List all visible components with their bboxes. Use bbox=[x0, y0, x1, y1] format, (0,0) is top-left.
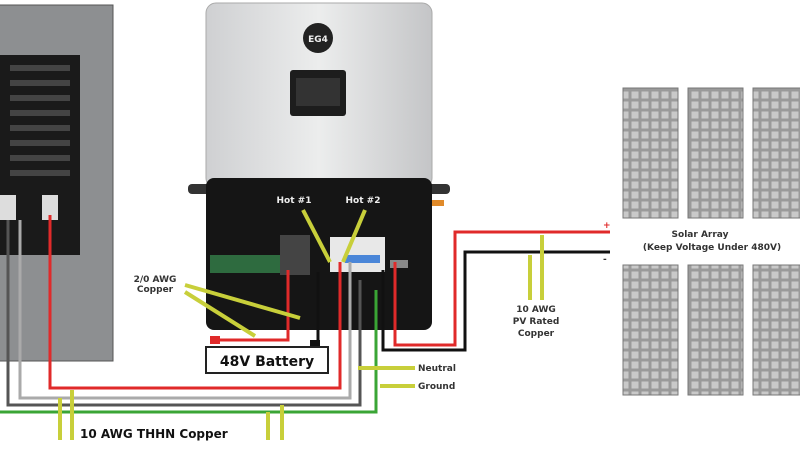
solar-array bbox=[622, 87, 800, 396]
breaker-panel bbox=[0, 4, 114, 362]
solar-array-voltage-note: (Keep Voltage Under 480V) bbox=[643, 243, 781, 253]
wires bbox=[0, 215, 610, 414]
ac-wire-label: 10 AWG THHN Copper bbox=[80, 427, 228, 441]
hot2-label: Hot #2 bbox=[346, 196, 381, 206]
inverter-logo: EG4 bbox=[308, 35, 328, 45]
pv-wire-material: Copper bbox=[518, 329, 555, 339]
neutral-label: Neutral bbox=[418, 364, 456, 374]
pv-minus-sign: - bbox=[603, 255, 607, 265]
hot1-label: Hot #1 bbox=[277, 196, 312, 206]
battery-cable-label: 2/0 AWG bbox=[134, 275, 177, 285]
pv-wire-gauge: 10 AWG bbox=[516, 305, 556, 315]
solar-array-label: Solar Array bbox=[672, 230, 729, 240]
ac-breakers bbox=[330, 237, 385, 272]
battery-cable-material: Copper bbox=[137, 285, 174, 295]
pv-plus-sign: + bbox=[603, 221, 611, 231]
callout-arrows bbox=[58, 209, 544, 440]
ground-label: Ground bbox=[418, 382, 455, 392]
battery-label: 48V Battery bbox=[220, 354, 314, 370]
pv-wire-type: PV Rated bbox=[513, 317, 560, 327]
battery: 48V Battery bbox=[205, 336, 329, 374]
